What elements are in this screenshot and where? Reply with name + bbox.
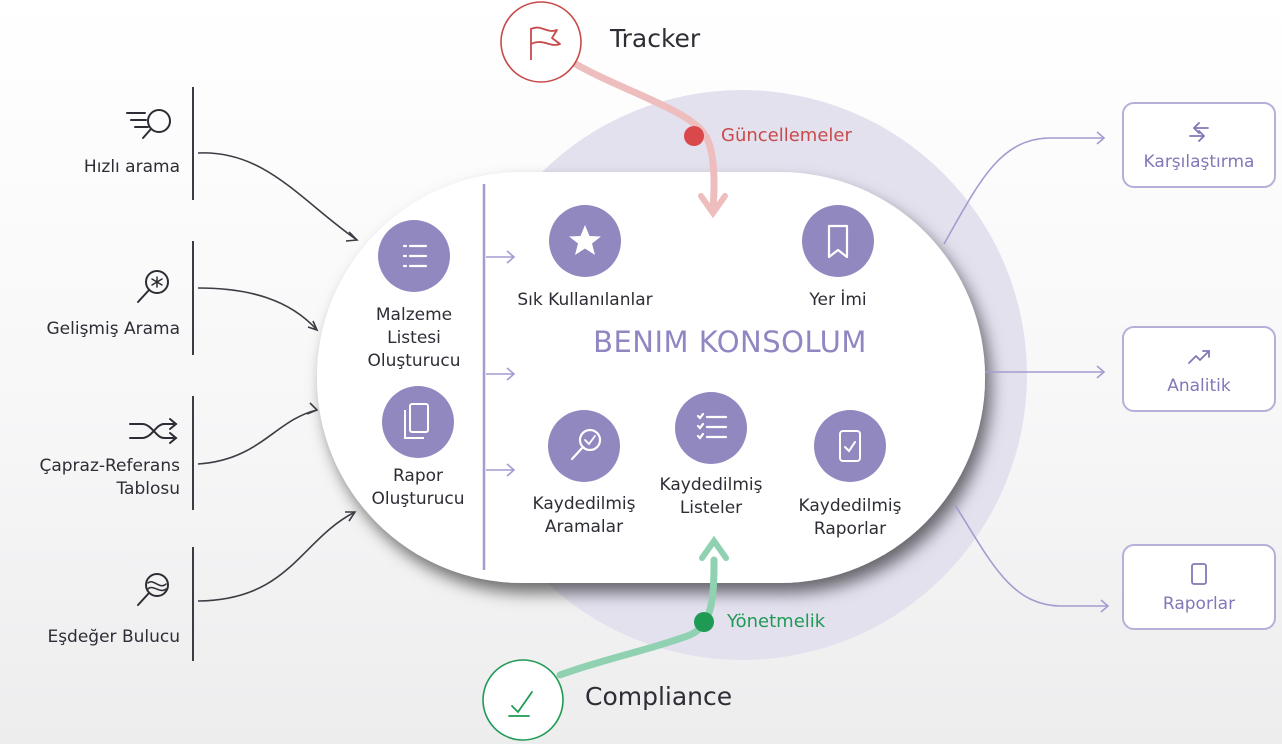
quick-search-icon (126, 109, 171, 139)
compliance-node-circle (482, 659, 564, 741)
document-icon (1191, 563, 1207, 585)
cross-reference-label-line2: Tablosu (116, 479, 180, 499)
saved-search-icon (570, 428, 602, 461)
reports-box[interactable]: Raporlar (1122, 544, 1276, 630)
compare-label: Karşılaştırma (1143, 152, 1255, 172)
material-list-builder-line3: Oluşturucu (367, 351, 461, 371)
saved-reports-line2: Raporlar (813, 519, 887, 539)
cross-reference-icon (129, 418, 178, 444)
list-icon (402, 244, 428, 268)
builder-and-feature-circles (378, 205, 886, 482)
console-title: BENIM KONSOLUM (593, 325, 867, 359)
trend-icon (1188, 350, 1210, 364)
advanced-search-label: Gelişmiş Arama (46, 319, 181, 339)
compliance-flow-arrowhead (699, 535, 729, 561)
reports-label: Raporlar (1162, 594, 1236, 614)
compliance-flow-label: Yönetmelik (727, 611, 826, 632)
saved-report-icon (839, 430, 861, 462)
saved-searches-line1: Kaydedilmiş (532, 494, 636, 514)
cross-reference-label-line1: Çapraz-Referans (39, 456, 180, 476)
compare-arrows-icon (1189, 122, 1209, 142)
left-connectors (197, 152, 359, 602)
equivalent-finder-label: Eşdeğer Bulucu (47, 627, 180, 647)
compliance-flow-line (556, 556, 718, 679)
compare-box[interactable]: Karşılaştırma (1122, 102, 1276, 188)
star-icon (569, 225, 601, 255)
builder-arrows (486, 250, 516, 477)
tracker-flow-dot (684, 126, 704, 146)
saved-searches-line2: Aramalar (544, 517, 624, 537)
checklist-icon (696, 412, 728, 440)
flag-icon (530, 26, 561, 60)
right-connectors (943, 131, 1110, 613)
favorites-label: Sık Kullanılanlar (517, 290, 653, 310)
compliance-flow-dot (694, 612, 714, 632)
advanced-search-icon (137, 270, 169, 303)
tracker-flow-arrowhead (698, 193, 728, 219)
saved-reports-line1: Kaydedilmiş (798, 496, 902, 516)
tracker-flow-label: Güncellemeler (721, 125, 852, 146)
report-builder-line1: Rapor (392, 466, 444, 486)
tracker-label: Tracker (610, 24, 701, 53)
quick-search-label: Hızlı arama (83, 157, 180, 177)
checkmark-icon (508, 691, 533, 717)
material-list-builder-line1: Malzeme (375, 305, 453, 325)
analytics-box[interactable]: Analitik (1122, 326, 1276, 412)
bookmark-icon (827, 224, 849, 259)
equivalent-finder-icon (137, 573, 169, 606)
analytics-label: Analitik (1167, 376, 1231, 396)
copy-document-icon (404, 403, 429, 439)
compliance-label: Compliance (585, 682, 733, 711)
saved-lists-line1: Kaydedilmiş (659, 475, 763, 495)
saved-lists-line2: Listeler (679, 498, 743, 518)
material-list-builder-line2: Listesi (387, 328, 441, 348)
bookmark-label: Yer İmi (809, 290, 867, 310)
report-builder-line2: Oluşturucu (371, 489, 465, 509)
